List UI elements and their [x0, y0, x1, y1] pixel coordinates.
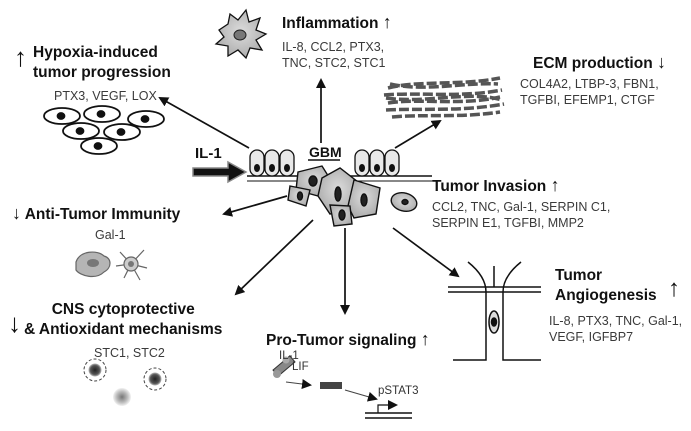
endothelial-cells-left: [249, 149, 295, 177]
activated-cell-icon: [214, 8, 268, 60]
cns-genes: STC1, STC2: [94, 346, 165, 360]
arrow-to-cns: [234, 219, 314, 296]
ecm-title: ECM production ↓: [533, 52, 666, 73]
invasion-up-arrow: ↑: [550, 175, 560, 195]
inflammation-title-text: Inflammation: [282, 15, 379, 32]
angiogenesis-genes-line2: VEGF, IGFBP7: [549, 330, 634, 344]
invasion-genes: CCL2, TNC, Gal-1, SERPIN C1, SERPIN E1, …: [432, 199, 610, 231]
tumor-cell-cluster: [287, 165, 418, 227]
angiogenesis-title-line2: Angiogenesis: [555, 287, 657, 304]
ecm-down-arrow: ↓: [657, 52, 666, 72]
invasion-title: Tumor Invasion ↑: [432, 175, 560, 196]
inflammation-genes-line1: IL-8, CCL2, PTX3,: [282, 40, 385, 54]
effect-arrows: [158, 78, 460, 315]
inflammation-genes: IL-8, CCL2, PTX3, TNC, STC2, STC1: [282, 39, 386, 71]
immunity-down-arrow: ↓: [12, 203, 21, 223]
cns-title-line2: & Antioxidant mechanisms: [24, 321, 223, 338]
hypoxia-genes: PTX3, VEGF, LOX: [54, 89, 157, 103]
arrow-to-angiogenesis: [392, 227, 460, 278]
il1-input-arrow: [192, 160, 248, 184]
signaling-title-text: Pro-Tumor signaling: [266, 332, 417, 349]
signaling-title: Pro-Tumor signaling ↑: [266, 329, 430, 350]
hypoxia-up-arrow: ↑: [14, 42, 27, 72]
ecm-genes-line1: COL4A2, LTBP-3, FBN1,: [520, 77, 659, 91]
inflammation-title: Inflammation ↑: [282, 12, 392, 33]
immunity-genes: Gal-1: [95, 228, 126, 242]
cns-title-line1: CNS cytoprotective: [51, 301, 195, 318]
ecm-fibers-icon: [383, 76, 505, 119]
il1-label: IL-1: [195, 145, 222, 162]
immunity-title: ↓ Anti-Tumor Immunity: [12, 203, 180, 224]
invasion-genes-line2: SERPIN E1, TGFBI, MMP2: [432, 216, 584, 230]
inflammation-up-arrow: ↑: [382, 12, 392, 32]
antioxidant-cells-icon: [83, 358, 167, 406]
pstat3-label: pSTAT3: [378, 385, 419, 397]
signaling-up-arrow: ↑: [420, 329, 430, 349]
arrow-to-immunity: [222, 195, 288, 217]
signaling-il1-label: IL-1: [279, 350, 299, 362]
endothelial-cells-right: [354, 149, 400, 177]
ecm-genes-line2: TGFBI, EFEMP1, CTGF: [520, 93, 655, 107]
angiogenesis-up-arrow: ↑: [668, 275, 680, 302]
hypoxia-title-line1: Hypoxia-induced: [33, 44, 158, 61]
angiogenesis-title-line1: Tumor: [555, 267, 603, 284]
cns-title: CNS cytoprotective & Antioxidant mechani…: [24, 300, 222, 340]
inflammation-genes-line2: TNC, STC2, STC1: [282, 56, 386, 70]
cns-down-arrow: ↓: [8, 308, 21, 338]
gbm-label: GBM: [309, 144, 342, 160]
arrow-to-hypoxia: [158, 97, 250, 149]
hypoxia-title: Hypoxia-induced tumor progression: [33, 43, 171, 83]
hypoxic-cells-icon: [43, 105, 165, 155]
hypoxia-title-line2: tumor progression: [33, 64, 171, 81]
angiogenesis-title: Tumor Angiogenesis: [555, 266, 657, 306]
ecm-title-text: ECM production: [533, 55, 653, 72]
invasion-genes-line1: CCL2, TNC, Gal-1, SERPIN C1,: [432, 200, 611, 214]
invasion-title-text: Tumor Invasion: [432, 178, 547, 195]
immune-cells-icon: [75, 249, 148, 281]
arrow-to-ecm: [394, 119, 442, 149]
angiogenesis-genes: IL-8, PTX3, TNC, Gal-1, VEGF, IGFBP7: [549, 313, 682, 345]
immunity-title-text: Anti-Tumor Immunity: [24, 206, 181, 223]
signaling-pathway-icon: [272, 355, 412, 419]
ecm-genes: COL4A2, LTBP-3, FBN1, TGFBI, EFEMP1, CTG…: [520, 76, 659, 108]
angiogenesis-genes-line1: IL-8, PTX3, TNC, Gal-1,: [549, 314, 683, 328]
signaling-lif-label: LIF: [292, 361, 309, 373]
gbm-tumor-graphic: [247, 149, 432, 227]
blood-vessel-icon: [448, 261, 541, 361]
